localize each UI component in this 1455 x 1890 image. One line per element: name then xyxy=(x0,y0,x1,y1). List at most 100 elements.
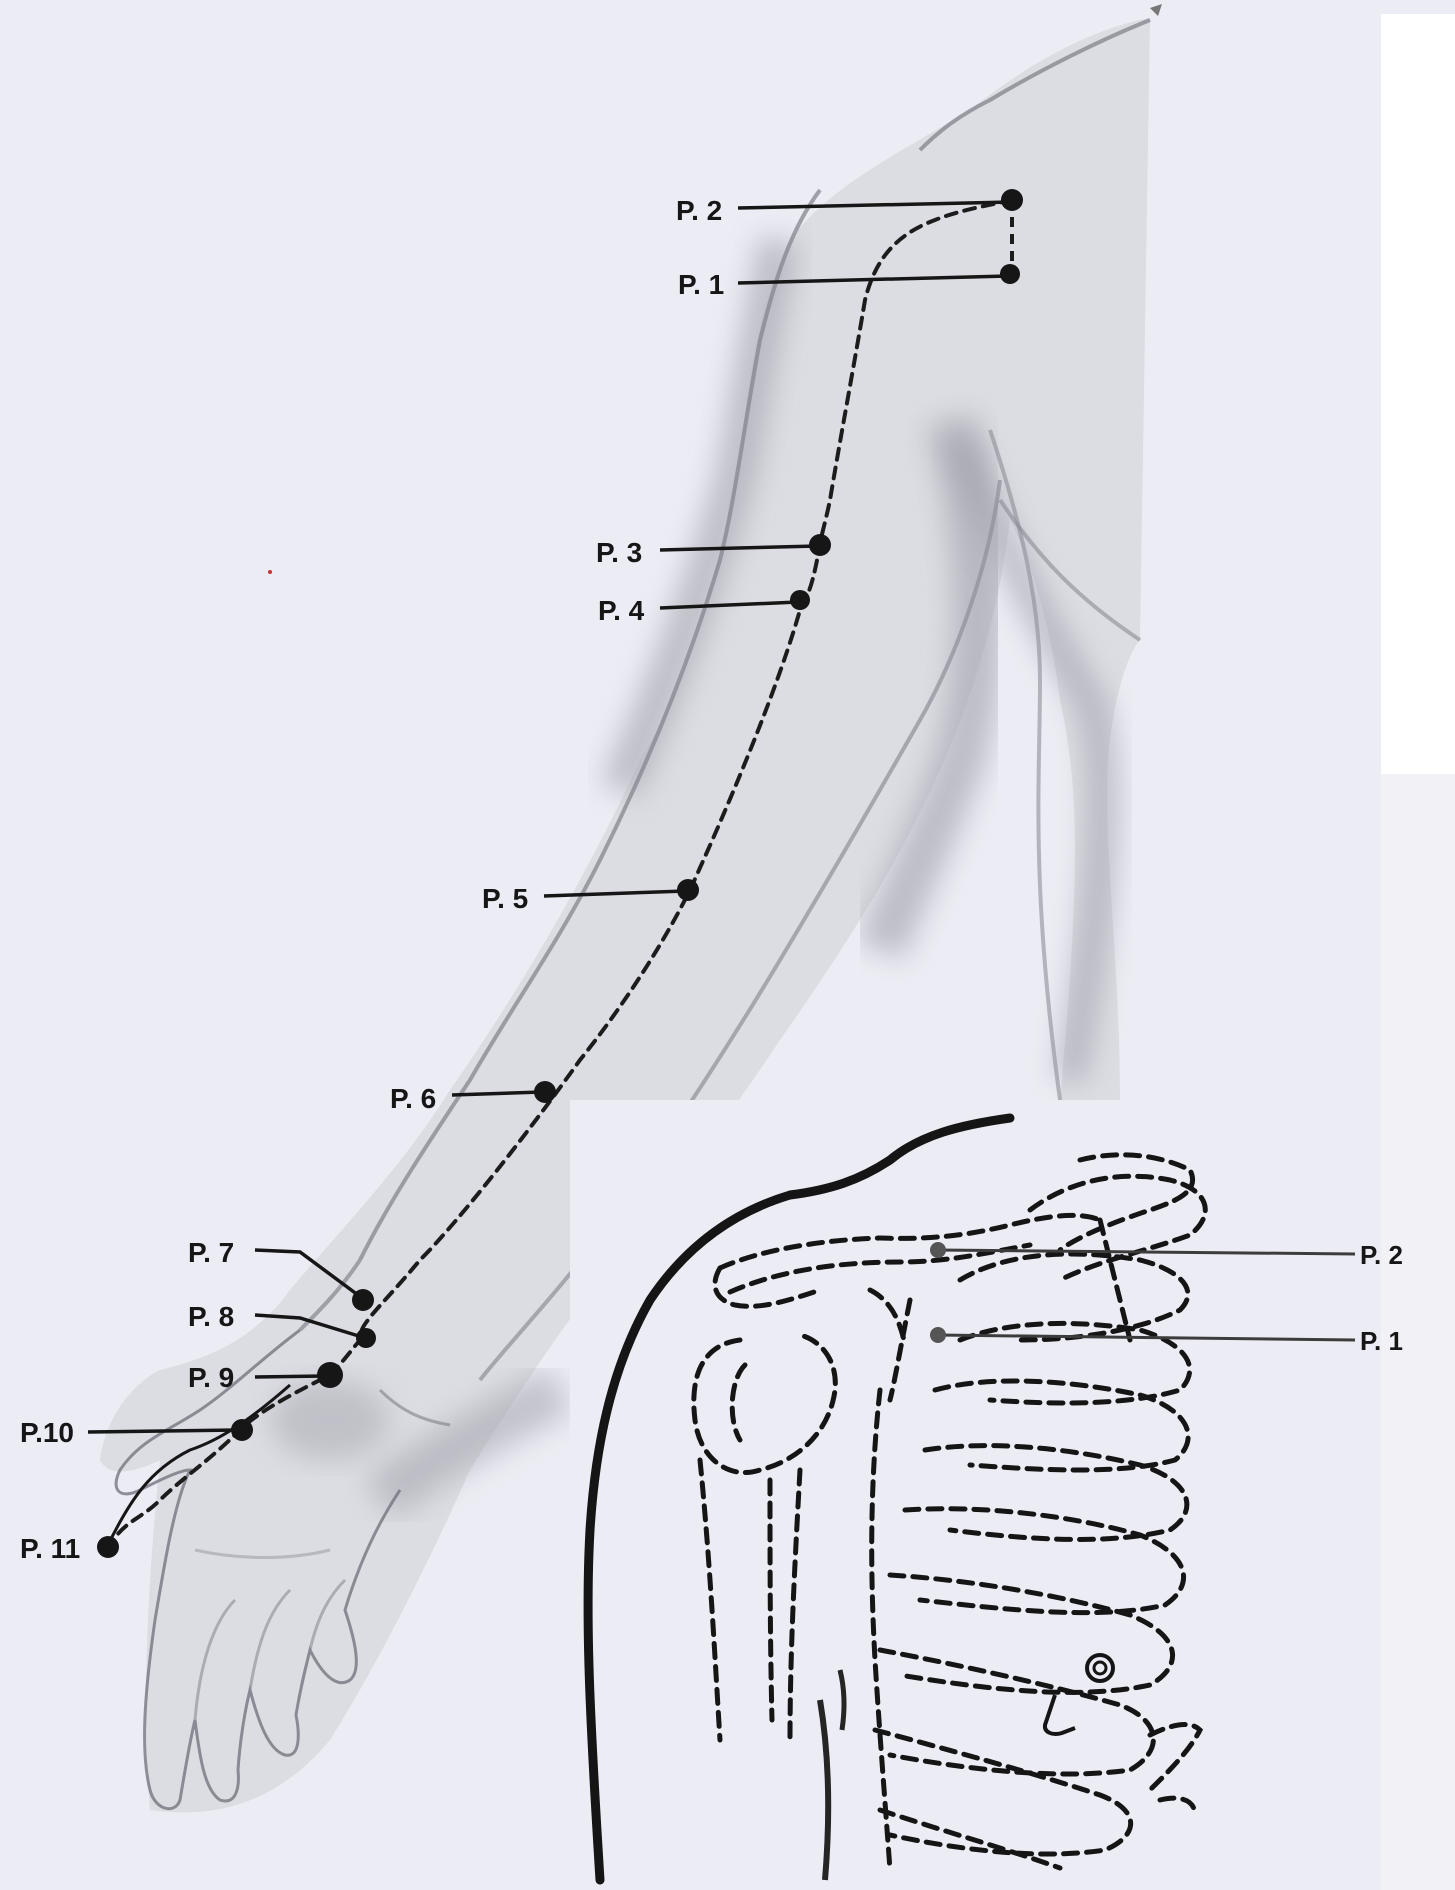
p2-dot xyxy=(1001,189,1023,211)
p5-leader xyxy=(543,889,687,898)
rib-cartilage-2 xyxy=(1157,1795,1198,1818)
p4-label: P. 4 xyxy=(598,595,645,626)
arm-shadow-inner xyxy=(856,412,1004,960)
chest-p2-leader xyxy=(937,1248,1356,1256)
chest-wall-upper xyxy=(887,1297,913,1403)
clavicle xyxy=(717,1212,1103,1271)
chest-inset: P. 2 P. 1 xyxy=(570,1100,1403,1890)
p4-dot xyxy=(790,590,810,610)
rib-cartilage xyxy=(1147,1722,1204,1793)
wrist-shadow xyxy=(364,1367,572,1520)
humerus-shaft-mid xyxy=(767,1477,775,1723)
inset-background xyxy=(570,1100,1381,1890)
arm-point-p3: P. 3 xyxy=(596,534,831,568)
arm-point-p9: P. 9 xyxy=(188,1362,343,1393)
sternum-edge xyxy=(1097,1217,1133,1343)
rib-10 xyxy=(872,1727,1134,1857)
arm-point-p1: P. 1 xyxy=(678,264,1020,300)
palm-crease xyxy=(194,1548,331,1559)
chest-p1-dot xyxy=(930,1327,946,1343)
nipple-inner-icon xyxy=(1092,1660,1108,1676)
arm-point-p8: P. 8 xyxy=(188,1301,376,1348)
p6-dot xyxy=(534,1081,556,1103)
chest-wall-inner xyxy=(869,1387,893,1873)
p7-label: P. 7 xyxy=(188,1237,234,1268)
p2-leader xyxy=(737,200,1013,210)
rib-6 xyxy=(922,1443,1190,1542)
chest-p2-dot xyxy=(930,1242,946,1258)
p1-label: P. 1 xyxy=(678,269,724,300)
p7-dot xyxy=(352,1289,374,1311)
arm-point-p10: P.10 xyxy=(20,1417,253,1448)
arm-shading xyxy=(100,18,1150,1813)
p9-dot xyxy=(317,1362,343,1388)
humerus-inner xyxy=(729,1362,748,1443)
finger-crease-3 xyxy=(308,1578,347,1651)
torso-shadow xyxy=(946,434,1119,1083)
p4-leader xyxy=(659,600,799,610)
chest-p1-label: P. 1 xyxy=(1360,1326,1403,1356)
p5-dot xyxy=(677,879,699,901)
finger-crease-1 xyxy=(193,1598,237,1721)
p5-label: P. 5 xyxy=(482,883,528,914)
p9-leader xyxy=(254,1374,326,1379)
humerus-shaft-inner xyxy=(787,1467,803,1743)
body-contour xyxy=(583,1113,1015,1885)
chest-crease xyxy=(998,498,1142,642)
p3-dot xyxy=(809,534,831,556)
chest-p1-leader xyxy=(937,1333,1356,1342)
rib-5 xyxy=(932,1378,1191,1473)
rib-4 xyxy=(957,1320,1192,1406)
p2-label: P. 2 xyxy=(676,195,722,226)
scan-mark-top xyxy=(1150,4,1162,16)
hand-outline xyxy=(114,1328,402,1811)
acromion xyxy=(712,1265,823,1309)
chest-p2-label: P. 2 xyxy=(1360,1240,1403,1270)
scan-speck xyxy=(268,570,272,574)
arm-points: P. 2 P. 1 P. 3 P. 4 P. 5 xyxy=(20,189,1023,1564)
arm-point-p2: P. 2 xyxy=(676,189,1023,226)
p6-label: P. 6 xyxy=(390,1083,436,1114)
p8-label: P. 8 xyxy=(188,1301,234,1332)
p9-label: P. 9 xyxy=(188,1362,234,1393)
side-contour xyxy=(817,1699,832,1881)
chest-point-p2: P. 2 xyxy=(930,1240,1403,1270)
p10-leader xyxy=(87,1428,239,1434)
humerus-head xyxy=(691,1332,838,1476)
p10-label: P.10 xyxy=(20,1417,74,1448)
nipple-icon xyxy=(1085,1653,1115,1683)
arm-illustration xyxy=(100,18,1151,1813)
arm-point-p5: P. 5 xyxy=(482,879,699,914)
rib-3 xyxy=(957,1251,1191,1343)
p6-leader xyxy=(451,1090,543,1097)
arm-point-p4: P. 4 xyxy=(598,590,810,626)
humerus-shaft-outer xyxy=(697,1457,723,1743)
margin-strip-lower xyxy=(1381,774,1455,1890)
rib-8 xyxy=(887,1572,1176,1695)
p3-label: P. 3 xyxy=(596,537,642,568)
side-contour-mark xyxy=(837,1669,847,1731)
p1-leader xyxy=(737,274,1009,285)
p10-dot xyxy=(231,1419,253,1441)
rib-11 xyxy=(877,1807,1063,1871)
rib-7 xyxy=(902,1506,1186,1616)
finger-crease-2 xyxy=(248,1588,292,1691)
rib-1 xyxy=(1057,1152,1195,1253)
xiphoid-marker xyxy=(1042,1694,1076,1736)
wrist-crease xyxy=(378,1388,451,1427)
meridian-path xyxy=(108,198,1014,1547)
arm-point-p11: P. 11 xyxy=(20,1383,291,1564)
white-margin-strip xyxy=(1381,14,1455,774)
shoulder-outline xyxy=(918,18,1151,152)
p8-dot xyxy=(356,1328,376,1348)
p1-dot xyxy=(1000,264,1020,284)
arm-point-p7: P. 7 xyxy=(188,1237,374,1311)
p7-leader xyxy=(254,1248,364,1300)
thenar-shadow xyxy=(270,1380,390,1460)
p11-label: P. 11 xyxy=(20,1533,80,1564)
rib-9 xyxy=(877,1647,1156,1777)
chest-point-p1: P. 1 xyxy=(930,1326,1403,1356)
p3-leader xyxy=(659,544,819,552)
